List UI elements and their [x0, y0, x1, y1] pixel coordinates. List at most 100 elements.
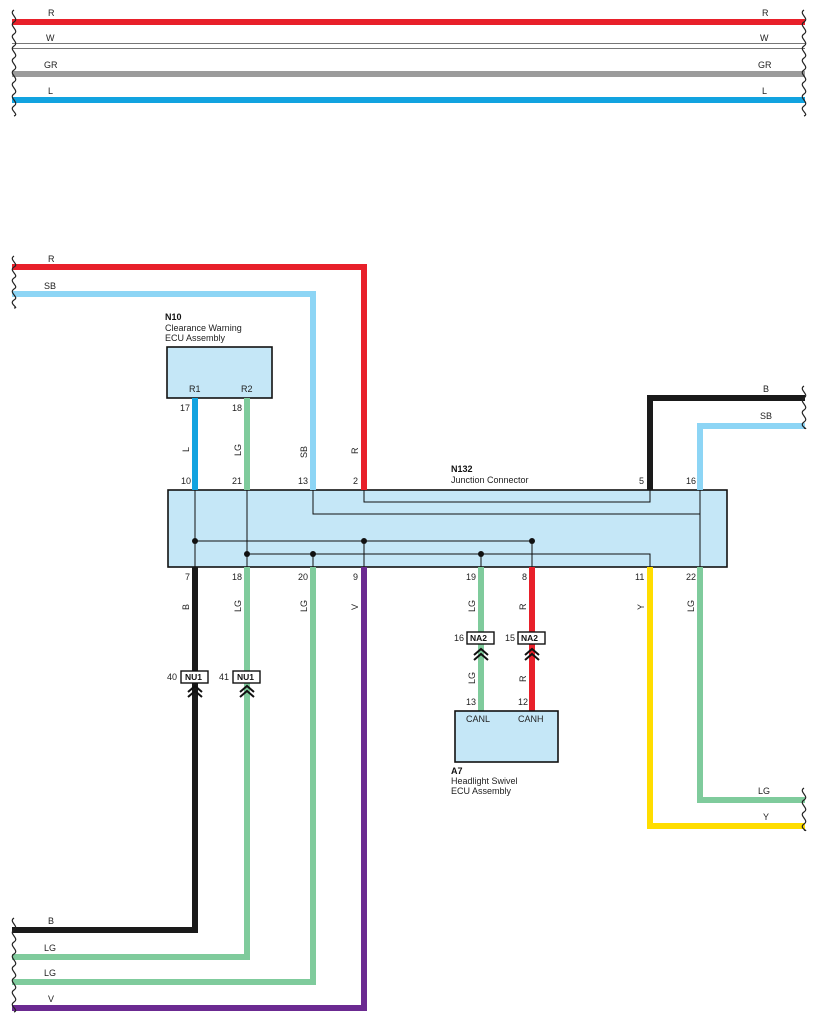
wire-label: R: [518, 603, 528, 610]
wire-label: LG: [467, 600, 477, 612]
connector-name: NU1: [237, 672, 254, 682]
n10-name-line2: ECU Assembly: [165, 333, 226, 343]
n132-pin: 11: [635, 572, 644, 582]
break-marks-top: [11, 9, 807, 117]
break-marks-lower: [11, 255, 807, 1013]
a7-ecu-box: [454, 710, 559, 763]
a7-pin-label: CANH: [518, 714, 544, 724]
a7-code: A7: [451, 766, 463, 776]
internal-line-2-5: [363, 490, 651, 503]
wire-label: L: [181, 447, 191, 452]
break-mark-right: [801, 385, 807, 430]
connector-box: [180, 670, 209, 684]
connector-chevron-icon: [239, 684, 255, 698]
wire-label: LG: [686, 600, 696, 612]
a7-pin-label: CANL: [466, 714, 490, 724]
internal-line-13-16: [312, 490, 701, 515]
n10-pin: 17: [180, 403, 190, 413]
wire-y-from-pin11: [647, 567, 805, 829]
wire-label: SB: [44, 281, 56, 291]
connector-name: NA2: [521, 633, 538, 643]
wire-label: Y: [636, 604, 646, 610]
connector-chevron-icon: [473, 647, 489, 661]
wire-lg-from-pin20: [12, 567, 316, 985]
n10-name-line1: Clearance Warning: [165, 323, 242, 333]
n132-pin: 13: [298, 476, 308, 486]
break-mark-right: [801, 9, 807, 117]
a7-name-line1: Headlight Swivel: [451, 776, 518, 786]
wire-sb-from-pin16: [697, 423, 805, 490]
wire-v-from-pin9: [12, 567, 367, 1011]
junction-dot: [192, 538, 198, 544]
break-mark-left: [11, 255, 17, 309]
top-wire-label-right: GR: [758, 60, 772, 70]
internal-bus-lg: [247, 553, 651, 567]
n10-code: N10: [165, 312, 182, 322]
junction-dot: [478, 551, 484, 557]
wire-label: R: [518, 675, 528, 682]
n132-pin: 8: [522, 572, 527, 582]
junction-dot: [529, 538, 535, 544]
a7-pin: 13: [466, 697, 476, 707]
junction-dot: [361, 538, 367, 544]
wire-label: B: [763, 384, 769, 394]
connector-nu1-40: NU1 40: [167, 670, 209, 698]
n132-pin: 22: [686, 572, 696, 582]
connector-pin: 41: [219, 672, 229, 682]
connector-na2-16: NA2 16: [454, 631, 495, 661]
connector-pin: 15: [505, 633, 515, 643]
n132-pin: 10: [181, 476, 191, 486]
connector-box: [232, 670, 261, 684]
a7-name-line2: ECU Assembly: [451, 786, 512, 796]
wire-label: R: [350, 447, 360, 454]
connector-pin: 16: [454, 633, 464, 643]
n132-pin: 7: [185, 572, 190, 582]
break-mark-left: [11, 917, 17, 1013]
n132-junction-dots: [192, 538, 535, 557]
wire-label: LG: [44, 943, 56, 953]
n132-pin: 18: [232, 572, 242, 582]
wire-label: SB: [760, 411, 772, 421]
n132-code: N132: [451, 464, 473, 474]
wire-sb-to-pin13: [12, 291, 316, 490]
connector-name: NA2: [470, 633, 487, 643]
n10-pin: 18: [232, 403, 242, 413]
wire-lg-from-pin18: [12, 567, 250, 960]
top-wire-label-right: R: [762, 8, 769, 18]
n132-pin: 20: [298, 572, 308, 582]
a7-pin: 12: [518, 697, 528, 707]
wire-lg-from-pin22: [697, 567, 805, 803]
top-wire-label-left: W: [46, 33, 55, 43]
top-wire-label-right: L: [762, 86, 767, 96]
connector-box: [466, 631, 495, 645]
wire-label: V: [48, 994, 54, 1004]
junction-dot: [310, 551, 316, 557]
n132-pin: 19: [466, 572, 476, 582]
wire-label: V: [350, 604, 360, 610]
n10-pin-label: R2: [241, 384, 253, 394]
connector-pin: 40: [167, 672, 177, 682]
wire-label: R: [48, 254, 55, 264]
top-wire-group: R R W W GR GR L L: [12, 8, 805, 103]
n132-name: Junction Connector: [451, 475, 529, 485]
wire-r-to-pin2: [12, 264, 367, 490]
wire-label: SB: [299, 446, 309, 458]
connector-box: [517, 631, 546, 645]
n132-pin: 5: [639, 476, 644, 486]
connector-nu1-41: NU1 41: [219, 670, 261, 698]
n10-pin-label: R1: [189, 384, 201, 394]
wire-label: LG: [233, 444, 243, 456]
wire-label: B: [181, 604, 191, 610]
top-wire-label-right: W: [760, 33, 769, 43]
wire-b-from-pin5: [647, 395, 805, 490]
break-mark-left: [11, 9, 17, 117]
wire-label: LG: [299, 600, 309, 612]
connector-na2-15: NA2 15: [505, 631, 546, 661]
wire-label: LG: [467, 672, 477, 684]
top-wire-label-left: GR: [44, 60, 58, 70]
wire-label: LG: [44, 968, 56, 978]
wire-label: Y: [763, 812, 769, 822]
top-wire-label-left: L: [48, 86, 53, 96]
wire-label: LG: [758, 786, 770, 796]
